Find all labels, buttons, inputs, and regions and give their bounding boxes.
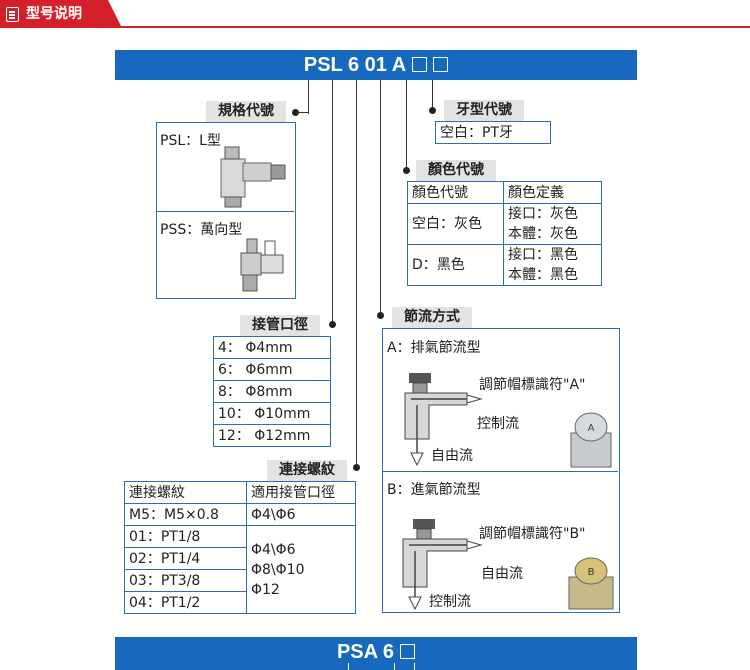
adjust-cap-a-icon: A [570,412,612,468]
spec-row-label: PSL：L型 [160,133,221,149]
guide-line [356,80,358,469]
pipe-size-line: Φ8\Φ10 [251,561,305,578]
pipe-size-line: Φ12 [251,581,280,598]
throttle-a-cap: 調節帽標識符"A" [479,377,586,393]
throttle-title: 節流方式 [392,307,472,328]
universal-fitting-icon [240,238,284,292]
model-code-banner-psa: PSA 6 [115,637,637,670]
divider [383,471,618,473]
pipe-row: 6： Φ6mm [213,358,331,381]
color-header: 顏色定義 [503,181,602,204]
color-code: 空白：灰色 [407,203,504,245]
intake-throttle-diagram [402,519,483,611]
guide-line [380,80,382,316]
throttle-b-label: B：進氣節流型 [387,482,481,498]
throttle-b-free: 自由流 [481,566,523,582]
elbow-fitting-icon [220,146,286,208]
model-code: PSL 6 01 A [303,54,407,76]
color-def-line: 本體：黑色 [508,267,578,283]
connector [296,112,308,114]
divider [157,211,294,213]
throttle-b-control: 控制流 [429,594,471,610]
throttle-box: A：排氣節流型 調節帽標識符"A" 控制流 自由流 A B：進氣節流型 調節帽標… [382,328,620,613]
guide-line [332,80,334,326]
section-header-title: 型号说明 [26,6,82,22]
guide-line [432,80,434,112]
pipe-size-cell: Φ4\Φ6 [246,503,356,526]
color-table: 顏色代號 顏色定義 空白：灰色 接口：灰色 本體：灰色 D：黑色 接口：黑色 本… [407,181,602,286]
connector-dot [329,321,336,328]
spec-title: 規格代號 [206,101,286,122]
guide-line [414,663,416,670]
connector-dot [377,312,384,319]
connector-dot [292,109,299,116]
tooth-value: 空白：PT牙 [435,121,551,144]
thread-header: 連接螺紋 [124,481,247,504]
pipe-size-line: Φ4\Φ6 [251,541,296,558]
pipe-size-group: Φ4\Φ6 Φ8\Φ10 Φ12 [246,525,356,614]
exhaust-throttle-diagram [404,373,483,467]
tooth-title: 牙型代號 [444,100,524,121]
pipe-row: 8： Φ8mm [213,380,331,403]
thread-cell: 02：PT1/4 [124,547,247,570]
adjust-cap-b-icon: B [568,557,614,610]
pipe-title: 接管口徑 [240,315,320,336]
color-code: D：黑色 [407,244,504,286]
document-icon [6,7,19,22]
color-def-line: 本體：灰色 [508,226,578,242]
header-rule [0,26,750,28]
color-def-line: 接口：灰色 [508,206,578,222]
pipe-table: 4： Φ4mm 6： Φ6mm 8： Φ8mm 10： Φ10mm 12： Φ1… [213,336,331,447]
placeholder-box [433,57,449,72]
color-header: 顏色代號 [407,181,504,204]
throttle-a-label: A：排氣節流型 [387,340,481,356]
spec-box: PSL：L型 PSS：萬向型 [156,122,296,299]
model-code: PSA 6 [336,641,395,663]
color-definition: 接口：灰色 本體：灰色 [503,203,602,245]
throttle-a-control: 控制流 [477,416,519,432]
connector-dot [353,464,360,471]
thread-cell: 03：PT3/8 [124,569,247,592]
tooth-table: 空白：PT牙 [435,121,551,144]
section-header-tab: 型号说明 [0,0,122,28]
cap-letter: A [588,423,595,434]
throttle-b-cap: 調節帽標識符"B" [479,526,586,542]
guide-line [348,663,350,670]
connector-dot [403,167,410,174]
spec-row-label: PSS：萬向型 [160,222,243,238]
model-code-banner: PSL 6 01 A [115,50,637,80]
color-title: 顏色代號 [416,160,496,181]
thread-cell: M5：M5×0.8 [124,503,247,526]
pipe-row: 10： Φ10mm [213,402,331,425]
guide-line [394,663,396,670]
guide-line [406,80,408,171]
thread-title: 連接螺紋 [267,460,347,481]
thread-header: 適用接管口徑 [246,481,356,504]
pipe-row: 4： Φ4mm [213,336,331,359]
connector-dot [429,107,436,114]
placeholder-box [412,57,428,72]
throttle-a-free: 自由流 [431,448,473,464]
pipe-row: 12： Φ12mm [213,424,331,447]
guide-line [308,80,310,114]
thread-cell: 01：PT1/8 [124,525,247,548]
cap-letter: B [588,567,595,578]
color-def-line: 接口：黑色 [508,247,578,263]
thread-cell: 04：PT1/2 [124,591,247,614]
thread-table: 連接螺紋 適用接管口徑 M5：M5×0.8 Φ4\Φ6 01：PT1/8 Φ4\… [124,481,356,614]
placeholder-box [400,644,416,659]
color-definition: 接口：黑色 本體：黑色 [503,244,602,286]
